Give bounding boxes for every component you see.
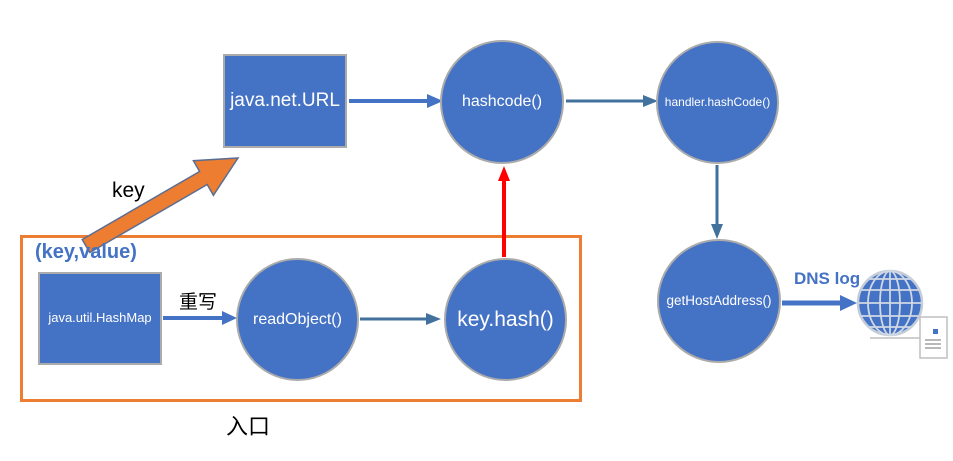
label-dns-log: DNS log bbox=[794, 269, 861, 288]
node-java-net-url: java.net.URL bbox=[223, 54, 347, 148]
node-hashcode: hashcode() bbox=[440, 40, 564, 164]
label-entry: 入口 bbox=[226, 414, 271, 439]
node-key-hash: key.hash() bbox=[444, 258, 567, 381]
node-java-util-hashmap: java.util.HashMap bbox=[38, 272, 162, 365]
arrow-url-to-hashcode bbox=[349, 94, 443, 108]
label-rewrite: 重写 bbox=[179, 292, 218, 313]
arrow-hashcode-to-handler bbox=[566, 95, 658, 107]
label-key: key bbox=[112, 179, 145, 202]
entry-group-box bbox=[20, 235, 582, 402]
node-gethostaddress: getHostAddress() bbox=[657, 239, 781, 363]
node-readobject: readObject() bbox=[236, 258, 359, 381]
globe-icon bbox=[856, 269, 924, 337]
arrow-handler-to-gethost bbox=[711, 165, 723, 239]
label-key-value: (key,value) bbox=[35, 241, 137, 263]
arrow-gethost-to-globe bbox=[782, 295, 857, 311]
note-icon bbox=[870, 316, 948, 359]
node-handler-hashcode: handler.hashCode() bbox=[656, 41, 779, 164]
